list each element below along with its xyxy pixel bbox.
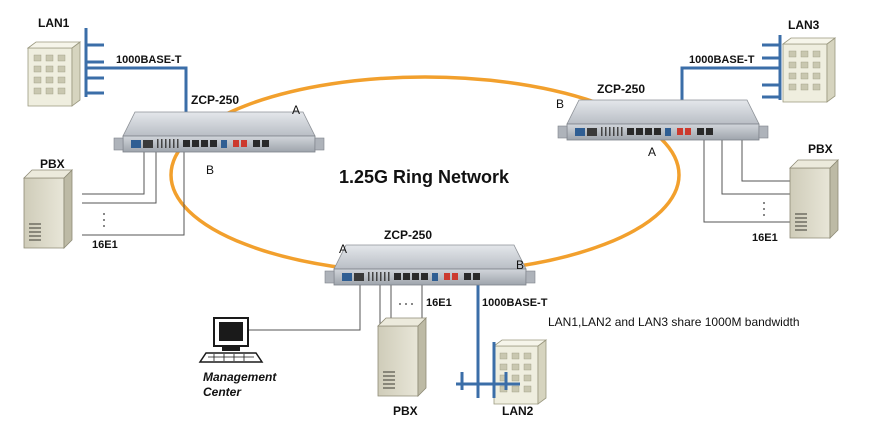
management-computer-icon xyxy=(198,317,264,363)
management-cable xyxy=(248,278,361,331)
dots-bottom xyxy=(399,303,413,305)
pbx-right-cables xyxy=(703,138,792,223)
lan3-building xyxy=(782,37,836,103)
zcp-device-bottom xyxy=(324,244,536,286)
device-top-left-port-a: A xyxy=(292,103,301,117)
bandwidth-note: LAN1,LAN2 and LAN3 share 1000M bandwidth xyxy=(548,315,800,329)
device-top-right-model: ZCP-250 xyxy=(597,82,646,96)
pbx-left-trunk: 16E1 xyxy=(92,239,118,251)
zcp-device-top-right xyxy=(557,99,769,141)
pbx-left-label: PBX xyxy=(40,157,65,171)
pbx-bottom-trunk: 16E1 xyxy=(426,297,452,309)
lan2-link-label: 1000BASE-T xyxy=(482,297,548,309)
lan2-link xyxy=(456,270,520,398)
pbx-left-cables xyxy=(82,150,185,236)
dots-right xyxy=(763,202,765,216)
management-center-label: Management Center xyxy=(203,370,276,400)
dots-left xyxy=(103,213,105,227)
device-top-left-model: ZCP-250 xyxy=(191,93,240,107)
pbx-right-trunk: 16E1 xyxy=(752,232,778,244)
lan3-link-label: 1000BASE-T xyxy=(689,54,755,66)
device-bottom-model: ZCP-250 xyxy=(384,228,433,242)
pbx-right-tower xyxy=(789,159,839,239)
pbx-right-label: PBX xyxy=(808,142,833,156)
zcp-device-top-left xyxy=(113,111,325,153)
device-top-right-port-b: B xyxy=(556,97,565,111)
lan2-building xyxy=(493,339,547,405)
lan1-link-label: 1000BASE-T xyxy=(116,54,182,66)
device-top-left-port-b: B xyxy=(206,163,215,177)
lan1-label: LAN1 xyxy=(38,16,70,30)
device-bottom-port-a: A xyxy=(339,242,348,256)
pbx-left-tower xyxy=(23,169,73,249)
diagram-title: 1.25G Ring Network xyxy=(339,167,510,187)
pbx-bottom-label: PBX xyxy=(393,404,418,418)
device-top-right-port-a: A xyxy=(648,145,657,159)
lan3-link xyxy=(680,35,782,104)
management-line2: Center xyxy=(203,385,242,399)
management-line1: Management xyxy=(203,370,277,384)
lan1-link xyxy=(84,28,188,118)
pbx-bottom-tower xyxy=(377,317,427,397)
lan1-building xyxy=(27,41,81,107)
lan3-label: LAN3 xyxy=(788,18,820,32)
lan2-label: LAN2 xyxy=(502,404,534,418)
device-bottom-port-b: B xyxy=(516,258,525,272)
